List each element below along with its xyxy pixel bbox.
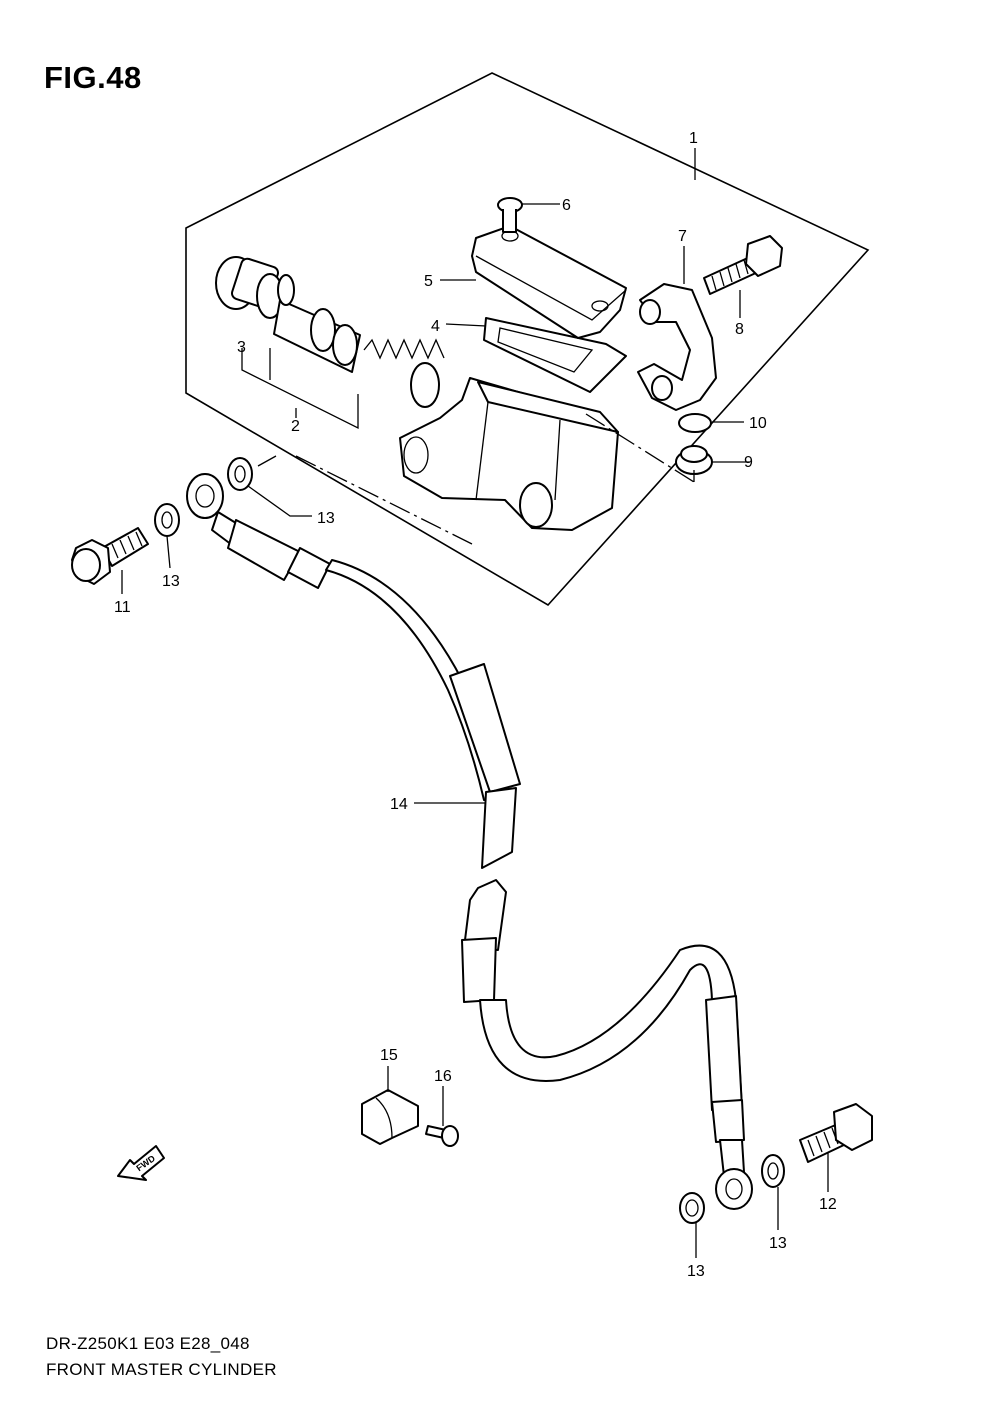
figure-caption: FRONT MASTER CYLINDER	[46, 1360, 277, 1379]
sealing-washer-4	[679, 1192, 705, 1224]
piston-kit	[215, 256, 445, 408]
callout-3: 3	[237, 339, 246, 356]
brake-hose	[186, 473, 753, 1210]
leader-lines	[121, 148, 829, 1258]
assembly-line	[257, 413, 695, 545]
dust-boot	[675, 445, 713, 475]
callout-4: 4	[431, 318, 440, 335]
reservoir-cap	[471, 225, 627, 339]
forward-direction-arrow: FWD	[117, 1145, 165, 1181]
sealing-washer-2	[227, 457, 253, 491]
callout-12: 12	[819, 1196, 837, 1213]
callout-6: 6	[562, 197, 571, 214]
clamp-screw	[425, 1125, 459, 1147]
callout-10: 10	[749, 415, 767, 432]
callout-15: 15	[380, 1047, 398, 1064]
assembly-boundary	[185, 72, 870, 607]
sealing-washer-3	[761, 1154, 785, 1188]
banjo-bolt-upper	[71, 527, 149, 585]
o-ring	[678, 413, 712, 433]
clamp-bolt	[703, 235, 783, 295]
callout-8: 8	[735, 321, 744, 338]
figure-title: FIG.48	[44, 60, 142, 95]
callout-13b: 13	[317, 510, 335, 527]
callouts: 1 2 3 4 5 6 7 8 9 10 11 12 13 13 13 13 1…	[114, 130, 837, 1280]
diaphragm	[483, 317, 627, 393]
master-cylinder-body	[399, 377, 619, 531]
callout-2: 2	[291, 418, 300, 435]
cap-screw	[497, 197, 523, 233]
callout-11: 11	[114, 599, 131, 616]
sealing-washer-1	[154, 503, 180, 537]
callout-1: 1	[689, 130, 698, 147]
hose-clamp	[361, 1089, 419, 1145]
callout-16: 16	[434, 1068, 452, 1085]
model-code: DR-Z250K1 E03 E28_048	[46, 1334, 250, 1353]
banjo-bolt-lower	[799, 1103, 873, 1163]
callout-5: 5	[424, 273, 433, 290]
handlebar-clamp	[637, 283, 717, 411]
callout-7: 7	[678, 228, 687, 245]
callout-9: 9	[744, 454, 753, 471]
callout-13a: 13	[162, 573, 180, 590]
callout-14: 14	[390, 796, 408, 813]
callout-13c: 13	[769, 1235, 787, 1252]
callout-13d: 13	[687, 1263, 705, 1280]
